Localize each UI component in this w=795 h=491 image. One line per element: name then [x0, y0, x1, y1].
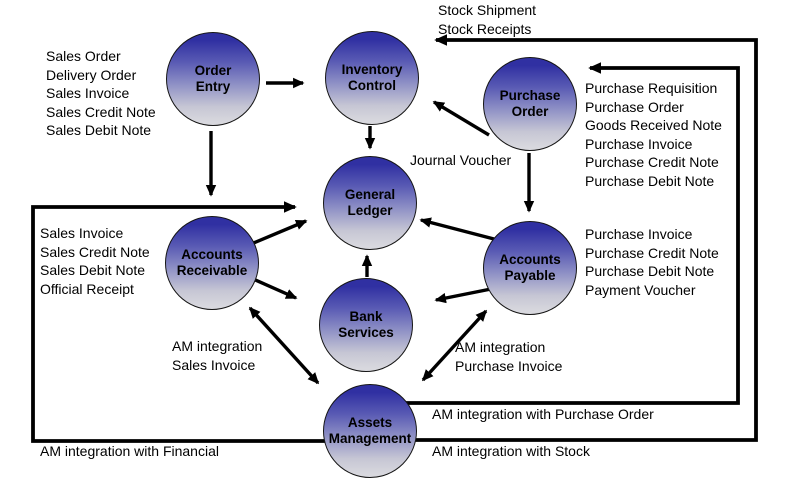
connector-accounts-receivable-to-bank-services: [250, 276, 298, 300]
label-am-integration-stock: AM integration with Stock: [432, 443, 590, 459]
label-am-integration-purchase-order: AM integration with Purchase Order: [432, 406, 654, 422]
label-journal-voucher: Journal Voucher: [410, 152, 512, 168]
connector-am-to-purchase-order: [370, 62, 740, 405]
connector-accounts-payable-to-general-ledger: [419, 217, 495, 241]
connector-am-stock-to-inventory-control: [370, 34, 758, 442]
label-am-integration-financial: AM integration with Financial: [40, 443, 219, 459]
connector-assets-management-accounts-payable-double: [421, 309, 488, 382]
connector-purchase-order-to-inventory-control: [432, 100, 490, 137]
connector-assets-management-accounts-receivable-double: [248, 306, 320, 385]
connector-accounts-payable-to-bank-services: [434, 286, 497, 304]
connector-am-financial-to-general-ledger: [31, 201, 370, 443]
